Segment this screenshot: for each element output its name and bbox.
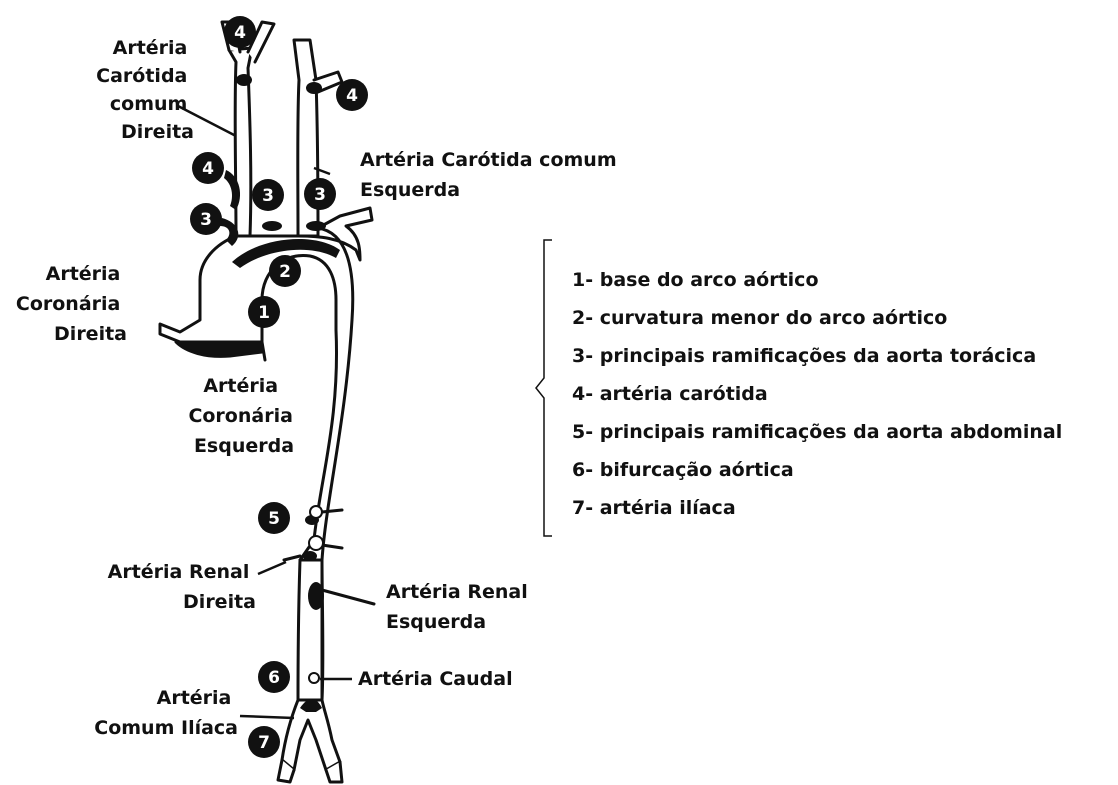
marker-3-center: 3 bbox=[252, 179, 284, 211]
thoracic-mark-a bbox=[262, 221, 282, 231]
marker-4-left: 4 bbox=[192, 152, 224, 184]
carotid-mark-right bbox=[236, 74, 252, 86]
abdominal-circle-1 bbox=[310, 506, 322, 518]
marker-label: 5 bbox=[268, 509, 280, 529]
legend-item: 6- bifurcação aórtica bbox=[572, 459, 794, 481]
legend-item: 4- artéria carótida bbox=[572, 383, 768, 405]
marker-6: 6 bbox=[258, 661, 290, 693]
label-right-renal: Artéria Renal Direita bbox=[108, 561, 256, 613]
marker-label: 6 bbox=[268, 668, 280, 688]
marker-2: 2 bbox=[269, 255, 301, 287]
renal-mark bbox=[308, 582, 324, 610]
legend: 1- base do arco aórtico 2- curvatura men… bbox=[536, 240, 1062, 536]
legend-item: 3- principais ramificações da aorta torá… bbox=[572, 345, 1036, 367]
marker-5: 5 bbox=[258, 502, 290, 534]
branch-upper bbox=[322, 510, 342, 512]
thoracic-mark-b bbox=[306, 221, 326, 231]
marker-label: 4 bbox=[202, 159, 214, 179]
coronary-lobes bbox=[176, 342, 262, 356]
label-right-coronary: Artéria Coronária Direita bbox=[16, 263, 127, 345]
legend-item: 2- curvatura menor do arco aórtico bbox=[572, 307, 947, 329]
marker-4-top: 4 bbox=[224, 16, 256, 48]
marker-3-right: 3 bbox=[304, 178, 336, 210]
marker-label: 1 bbox=[258, 303, 270, 323]
marker-label: 2 bbox=[279, 262, 291, 282]
label-common-iliac: Artéria Comum Ilíaca bbox=[94, 687, 238, 739]
caudal-circle bbox=[309, 673, 319, 683]
marker-4-right: 4 bbox=[336, 79, 368, 111]
marker-7: 7 bbox=[248, 726, 280, 758]
marker-label: 3 bbox=[262, 186, 274, 206]
leader-right-renal bbox=[258, 562, 286, 574]
legend-item: 7- artéria ilíaca bbox=[572, 497, 736, 519]
legend-item: 1- base do arco aórtico bbox=[572, 269, 819, 291]
marker-label: 3 bbox=[200, 210, 212, 230]
legend-item: 5- principais ramificações da aorta abdo… bbox=[572, 421, 1062, 443]
marker-3-left: 3 bbox=[190, 203, 222, 235]
marker-label: 4 bbox=[234, 23, 246, 43]
branch-mid bbox=[322, 545, 342, 548]
left-coronary-stub bbox=[262, 342, 265, 360]
abdominal-mark-2 bbox=[303, 551, 317, 561]
label-left-renal: Artéria Renal Esquerda bbox=[386, 581, 534, 633]
renal-branch-right bbox=[284, 556, 300, 560]
label-left-coronary: Artéria Coronária Esquerda bbox=[188, 375, 299, 457]
marker-label: 7 bbox=[258, 733, 270, 753]
label-right-common-carotid: Artéria Carótida comum Direita bbox=[96, 37, 194, 143]
leader-iliac bbox=[240, 716, 294, 718]
abdominal-circle-2 bbox=[309, 536, 323, 550]
label-left-common-carotid: Artéria Carótida comum Esquerda bbox=[360, 149, 623, 201]
marker-label: 4 bbox=[346, 86, 358, 106]
legend-brace bbox=[536, 240, 552, 536]
marker-label: 3 bbox=[314, 185, 326, 205]
label-caudal: Artéria Caudal bbox=[358, 668, 513, 690]
marker-1: 1 bbox=[248, 296, 280, 328]
carotid-mark-left bbox=[306, 82, 322, 94]
renal-branch-left bbox=[322, 590, 374, 604]
